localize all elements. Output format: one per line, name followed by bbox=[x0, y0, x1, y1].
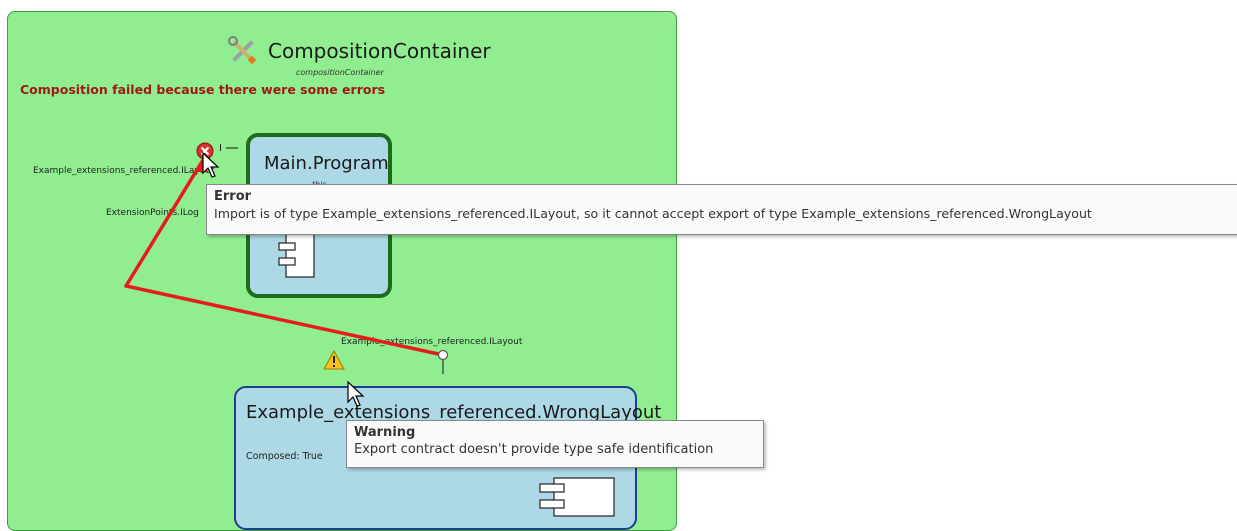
component-icon bbox=[539, 477, 615, 517]
container-subtitle: compositionContainer bbox=[296, 68, 384, 77]
composition-container[interactable]: CompositionContainer compositionContaine… bbox=[7, 11, 677, 531]
error-tooltip: Error Import is of type Example_extensio… bbox=[206, 184, 1237, 235]
cursor-icon bbox=[202, 152, 220, 178]
error-banner: Composition failed because there were so… bbox=[20, 82, 386, 97]
import-label-ilayout: Example_extensions_referenced.ILayout bbox=[33, 166, 215, 176]
composed-status: Composed: True bbox=[246, 451, 323, 462]
import-port-marker: I bbox=[219, 143, 222, 154]
container-title: CompositionContainer bbox=[268, 39, 491, 63]
cursor-icon bbox=[347, 381, 365, 407]
import-label-ilog: ExtensionPoints.ILog bbox=[106, 208, 199, 218]
part-title: Example_extensions_referenced.WrongLayou… bbox=[246, 402, 662, 423]
tooltip-body: Export contract doesn't provide type saf… bbox=[354, 442, 714, 457]
warning-tooltip: Warning Export contract doesn't provide … bbox=[346, 420, 764, 468]
failed-connector bbox=[124, 159, 444, 357]
tooltip-title: Error bbox=[214, 189, 252, 204]
export-port-icon[interactable] bbox=[437, 349, 449, 361]
container-header: CompositionContainer bbox=[228, 34, 491, 68]
part-title: Main.Program bbox=[264, 153, 389, 174]
tooltip-body: Import is of type Example_extensions_ref… bbox=[214, 206, 1092, 221]
tools-icon bbox=[228, 36, 257, 65]
warning-icon[interactable] bbox=[323, 350, 345, 370]
export-label-ilayout: Example_extensions_referenced.ILayout bbox=[341, 337, 523, 347]
tooltip-title: Warning bbox=[354, 425, 416, 440]
